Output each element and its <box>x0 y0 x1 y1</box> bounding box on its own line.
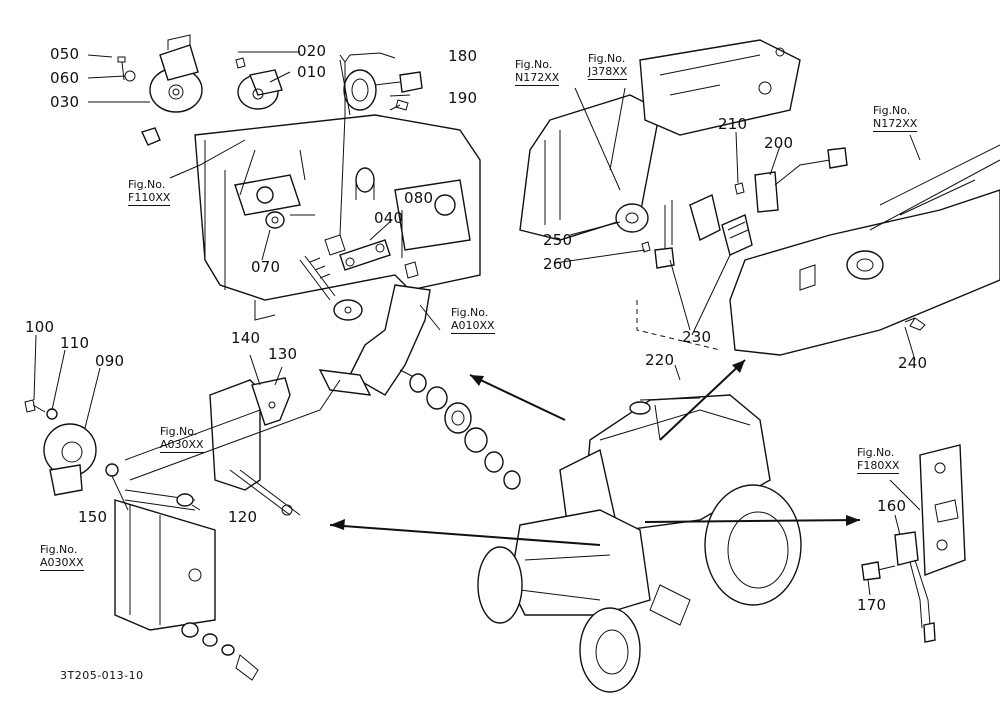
callout-040: 040 <box>374 209 404 227</box>
callout-070: 070 <box>251 258 281 276</box>
fender-assembly <box>519 39 1000 356</box>
callout-210: 210 <box>718 115 748 133</box>
callout-160: 160 <box>877 497 907 515</box>
fig-ref-value: A030XX <box>40 556 84 571</box>
fig-ref-a030-upper: Fig.No. A030XX <box>160 425 204 453</box>
callout-230: 230 <box>682 328 712 346</box>
rotary-sensor-090 <box>24 399 119 496</box>
fig-ref-a010: Fig.No. A010XX <box>451 306 495 334</box>
switch-parts <box>615 147 848 351</box>
fig-ref-f180: Fig.No. F180XX <box>857 446 900 474</box>
callout-020: 020 <box>297 42 327 60</box>
callout-220: 220 <box>645 351 675 369</box>
callout-260: 260 <box>543 255 573 273</box>
callout-110: 110 <box>60 334 90 352</box>
fig-ref-j378: Fig.No. J378XX <box>588 52 628 80</box>
fig-ref-value: A010XX <box>451 319 495 334</box>
callout-120: 120 <box>228 508 258 526</box>
fig-ref-label: Fig.No. <box>128 178 166 191</box>
callout-080: 080 <box>404 189 434 207</box>
fig-ref-label: Fig.No. <box>40 543 78 556</box>
callout-030: 030 <box>50 93 80 111</box>
leader-lines <box>33 51 921 596</box>
fig-ref-value: F180XX <box>857 459 900 474</box>
fig-ref-value: N172XX <box>873 117 918 132</box>
fig-ref-label: Fig.No. <box>451 306 489 319</box>
fig-ref-value: N172XX <box>515 71 560 86</box>
callout-100: 100 <box>25 318 55 336</box>
callout-240: 240 <box>898 354 928 372</box>
callout-arrows <box>329 359 861 546</box>
rotary-sensor-010 <box>235 57 283 110</box>
tractor-illustration <box>477 394 802 693</box>
fig-ref-value: J378XX <box>588 65 628 80</box>
callout-250: 250 <box>543 231 573 249</box>
fig-ref-a030-lower: Fig.No. A030XX <box>40 543 84 571</box>
callout-150: 150 <box>78 508 108 526</box>
callout-180: 180 <box>448 47 478 65</box>
callout-200: 200 <box>764 134 794 152</box>
fig-ref-label: Fig.No. <box>588 52 626 65</box>
fig-ref-label: Fig.No. <box>160 425 198 438</box>
callout-130: 130 <box>268 345 298 363</box>
sensor-160-bracket <box>861 444 966 643</box>
callout-060: 060 <box>50 69 80 87</box>
fig-ref-label: Fig.No. <box>873 104 911 117</box>
callout-190: 190 <box>448 89 478 107</box>
callout-090: 090 <box>95 352 125 370</box>
pedal-arm-bracket <box>114 377 341 681</box>
sensor-180 <box>343 69 423 111</box>
pedal-bracket-assembly <box>194 114 481 321</box>
fig-ref-value: A030XX <box>160 438 204 453</box>
fig-ref-label: Fig.No. <box>515 58 553 71</box>
fig-ref-label: Fig.No. <box>857 446 895 459</box>
rotary-sensor-030 <box>117 34 203 146</box>
fig-ref-value: F110XX <box>128 191 171 206</box>
callout-170: 170 <box>857 596 887 614</box>
pedal-and-pin-stack <box>318 284 521 490</box>
fig-ref-n172-left: Fig.No. N172XX <box>515 58 560 86</box>
callout-140: 140 <box>231 329 261 347</box>
callout-050: 050 <box>50 45 80 63</box>
figure-code: 3T205-013-10 <box>60 669 144 682</box>
fig-ref-n172-right: Fig.No. N172XX <box>873 104 918 132</box>
callout-010: 010 <box>297 63 327 81</box>
fig-ref-f110: Fig.No. F110XX <box>128 178 171 206</box>
